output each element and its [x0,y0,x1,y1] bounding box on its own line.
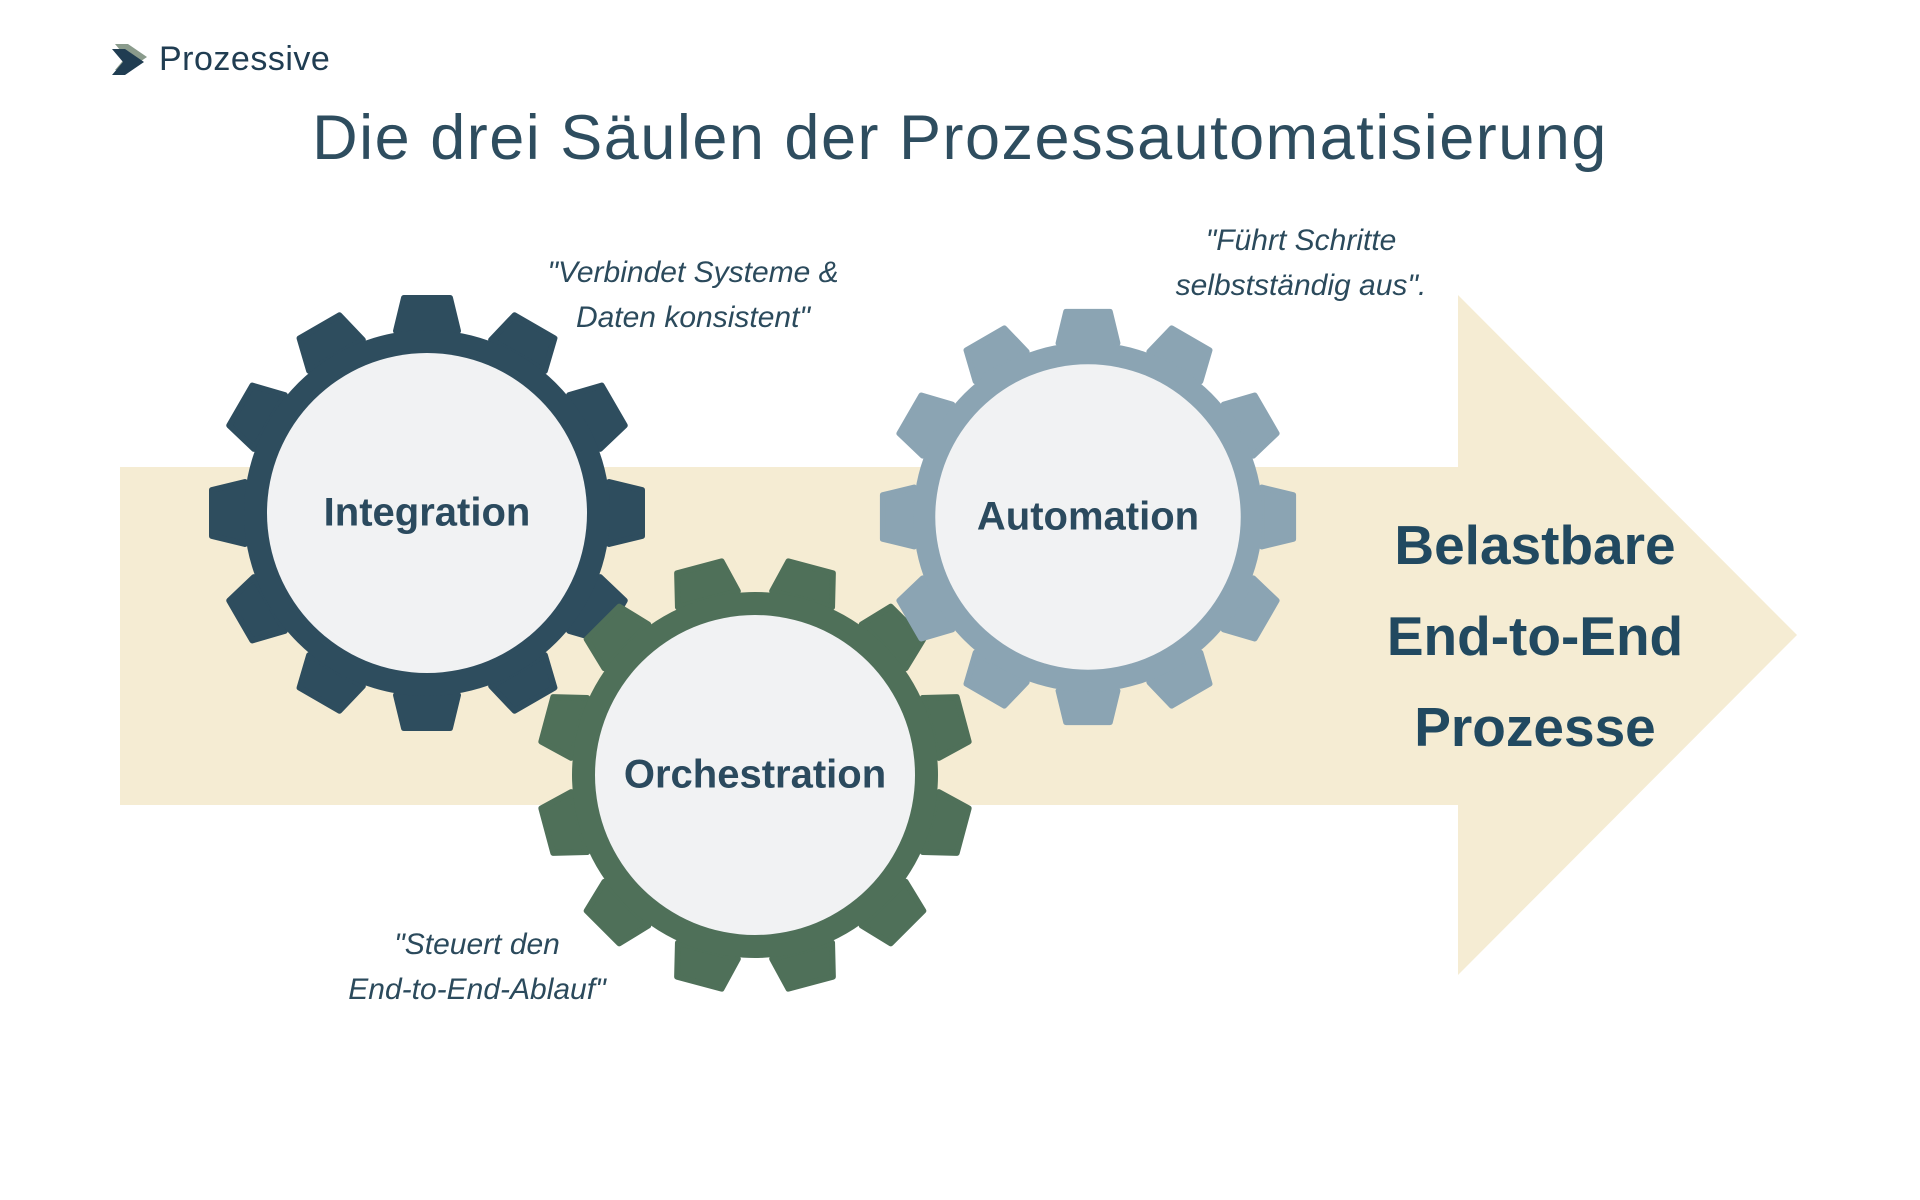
quote-automation-line2: selbstständig aus". [1175,269,1427,302]
page-title: Die drei Säulen der Prozessautomatisieru… [312,103,1608,173]
quote-orchestration-line1: "Steuert den [394,928,560,961]
process-arrow-shape [120,295,1797,975]
arrow-caption-line2: End-to-End [1386,605,1684,667]
quote-integration-line1: "Verbindet Systeme & [547,256,839,289]
quote-automation-line1: "Führt Schritte [1205,224,1397,257]
gear-orchestration [535,555,975,995]
gear-automation-inner-circle [935,364,1241,670]
quote-integration-line2: Daten konsistent" [575,301,811,334]
arrow-caption-line3: Prozesse [1414,696,1656,758]
logo-chevron-front-shape [112,48,144,75]
quote-orchestration: "Steuert den End-to-End-Ablauf" [267,922,687,1012]
gear-label-automation: Automation [976,494,1200,539]
logo-chevron-icon [112,43,147,75]
gear-label-integration: Integration [323,490,531,535]
gear-integration-inner-circle [267,353,587,673]
logo-wordmark: Prozessive [159,40,331,78]
arrow-caption-line1: Belastbare [1394,514,1676,576]
gear-automation [878,307,1298,727]
logo: Prozessive [112,40,330,79]
quote-integration: "Verbindet Systeme & Daten konsistent" [483,250,903,340]
arrow-caption: Belastbare End-to-End Prozesse [1355,500,1715,773]
quote-orchestration-line2: End-to-End-Ablauf" [348,973,606,1006]
quote-automation: "Führt Schritte selbstständig aus". [1091,218,1511,308]
gear-orchestration-inner-circle [595,615,915,935]
gear-label-orchestration: Orchestration [623,752,887,797]
gear-integration [207,293,647,733]
